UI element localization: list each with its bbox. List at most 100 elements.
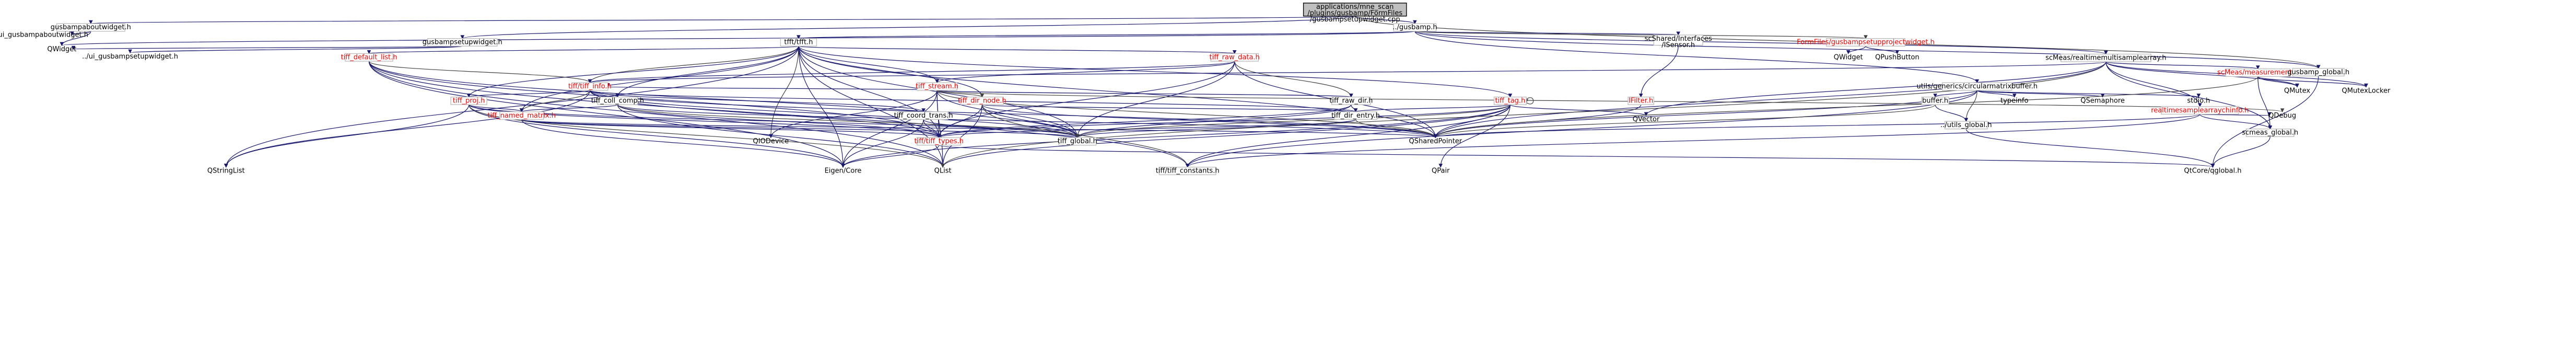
node-qwidget[interactable]: QWidget — [47, 45, 76, 53]
node-tiffinfo[interactable]: tiff/tiff_info.h — [568, 82, 612, 91]
node-qwidget2[interactable]: QWidget — [1834, 54, 1863, 62]
edge-tiffcoll-qlist — [617, 105, 943, 167]
node-tiffcoord[interactable]: tiff_coord_trans.h — [894, 111, 953, 120]
node-realtimeinfo[interactable]: realtimesamplearraychinfo.h — [2151, 106, 2249, 115]
edge-arrowhead — [797, 35, 801, 39]
node-scmeasmeas[interactable]: scMeas/measurement.h — [2217, 68, 2299, 77]
node-eigencore[interactable]: Eigen/Core — [825, 167, 862, 175]
node-root[interactable]: applications/mne_scan/plugins/gusbamp/Fo… — [1303, 3, 1407, 24]
edge-tifftag-tiffglobal — [1077, 104, 1511, 138]
node-qtcoreglobal[interactable]: QtCore/qglobal.h — [2184, 167, 2242, 175]
node-gusbamp[interactable]: ../gusbamp.h — [1392, 23, 1437, 32]
node-label: scMeas/measurement.h — [2217, 69, 2298, 77]
edge-tiffinfo-qstringlist — [226, 90, 591, 167]
edge-tiffinfo-tiffnamed — [521, 90, 591, 112]
node-tiffrawdir[interactable]: tiff_raw_dir.h — [1329, 96, 1373, 105]
edge-arrowhead — [2104, 50, 2108, 55]
node-qiodevice[interactable]: QIODevice — [753, 138, 789, 145]
edge-scmeas-scmeasglobal — [2105, 62, 2270, 129]
node-label: QWidget — [47, 45, 76, 53]
node-tiffconst[interactable]: tiff/tiff_constants.h — [1156, 166, 1220, 175]
node-label: tiff_raw_dir.h — [1329, 97, 1373, 105]
node-ifilter[interactable]: IFilter.h — [1627, 96, 1655, 105]
node-label: QStringList — [207, 167, 245, 175]
node-qstringlist[interactable]: QStringList — [207, 167, 245, 175]
node-utilsglobal[interactable]: ../utils_global.h — [1940, 121, 1992, 130]
node-qmutex[interactable]: QMutex — [2284, 87, 2311, 95]
edge-scmeas-qlist — [942, 62, 2106, 167]
edge-scmeasmeas-qsharedpointer — [1435, 76, 2258, 138]
node-qsemaphore[interactable]: QSemaphore — [2080, 97, 2125, 105]
edge-root-aboutwidget — [90, 16, 1355, 24]
node-tifftypes[interactable]: tiff/tiff_types.h — [915, 137, 964, 146]
node-qsharedpointer[interactable]: QSharedPointer — [1409, 138, 1462, 145]
edge-tiffdebug-eigencore — [368, 61, 844, 167]
edge-arrowhead — [89, 20, 93, 25]
edge-tifftag-tifftag — [1526, 97, 1534, 105]
node-aboutwidget[interactable]: gusbampaboutwidget.h — [51, 23, 131, 32]
node-qlist[interactable]: QList — [932, 167, 953, 175]
node-ui-aboutwidget[interactable]: ../ui_gusbampaboutwidget.h — [0, 31, 88, 39]
edge-arrowhead — [128, 49, 132, 54]
edge-arrowhead — [2295, 83, 2299, 88]
edge-arrowhead — [2316, 65, 2321, 69]
node-qmutexlocker[interactable]: QMutexLocker — [2342, 87, 2391, 95]
node-tiffnamed[interactable]: tiff_named_matrix.h — [487, 111, 556, 120]
node-tiffstream[interactable]: tiff_stream.h — [916, 82, 958, 91]
node-box — [427, 38, 498, 47]
node-tfftf[interactable]: tfft/tfft.h — [780, 38, 817, 47]
edge-tiffdebug-tiffconst — [368, 61, 1188, 167]
node-label: /gusbampsetupwidget.cpp — [1310, 16, 1400, 24]
node-utilsgen[interactable]: utils/generics/circularmatrixbuffer.h — [1916, 82, 2038, 91]
node-tifftag[interactable]: tiff_tag.h — [1493, 96, 1527, 105]
node-scmeas[interactable]: scMeas/realtimemultisamplearray.h — [2045, 53, 2167, 62]
node-tiffdirentry[interactable]: tiff_dir_entry.h — [1331, 111, 1380, 120]
node-tiffglobal[interactable]: tiff_global.h — [1058, 137, 1097, 146]
node-tiffcoll[interactable]: tiff_coll_comp.h — [591, 96, 644, 105]
edge-tfftf-tifftag — [798, 46, 1511, 97]
edge-tiffstream-tiffrawdir — [936, 90, 1352, 98]
edge-tiffnamed-eigencore — [521, 119, 844, 167]
node-qpair[interactable]: QPair — [1430, 167, 1451, 175]
node-label: QSharedPointer — [1409, 138, 1462, 145]
edge-root-gusbamp — [1354, 16, 1415, 24]
edge-arrowhead — [224, 164, 228, 168]
edge-arrowhead — [1433, 134, 1438, 139]
edge-aboutwidget-ui_aboutwidget — [72, 31, 91, 36]
node-tiffdirnode[interactable]: tiff_dir_node.h — [958, 96, 1006, 105]
edge-utilsgen-typeinfo — [1976, 90, 2015, 98]
node-label: QVector — [1633, 116, 1660, 123]
edge-arrowhead — [1353, 108, 1358, 112]
edge-arrowhead — [2268, 125, 2273, 130]
node-tiffproj[interactable]: tiff_proj.h — [450, 96, 487, 105]
edge-tiffdirnode-tiffdirentry — [981, 104, 1356, 112]
edge-tiffnamed-tiffglobal — [521, 119, 1078, 138]
node-qvector[interactable]: QVector — [1633, 116, 1660, 123]
node-stdio[interactable]: stdio.h — [2187, 97, 2210, 105]
node-tiffdebug[interactable]: tiff_default_list.h — [341, 53, 397, 62]
node-box — [450, 96, 487, 105]
node-box — [1331, 96, 1371, 105]
edge-tiffdirnode-tiffglobal — [981, 105, 1078, 138]
edge-setupwidget-ui_setupwidget — [130, 45, 463, 53]
edge-tfftf-tiffrawdata — [798, 45, 1235, 54]
node-ui-setupwidget[interactable]: ../ui_gusbampsetupwidget.h — [82, 53, 178, 61]
edge-arrowhead — [1964, 118, 1969, 122]
node-qpushbutton[interactable]: QPushButton — [1875, 54, 1919, 62]
edge-tifftag-qvector — [1509, 104, 1647, 116]
node-ishared[interactable]: scShared/Interfaces/ISensor.h — [1645, 35, 1712, 49]
node-box — [1158, 166, 1216, 175]
node-qdebug[interactable]: QDebug — [2268, 112, 2296, 120]
node-tiffrawdata[interactable]: tiff_raw_data.h — [1210, 53, 1260, 62]
node-typeinfo[interactable]: typeinfo — [2000, 97, 2028, 105]
node-label: QSemaphore — [2080, 97, 2125, 105]
node-gusbampglobal[interactable]: gusbamp_global.h — [2287, 68, 2349, 77]
node-box — [1393, 23, 1437, 32]
node-scmeasglobal[interactable]: scmeas_global.h — [2242, 129, 2298, 137]
node-label: QDebug — [2268, 112, 2296, 120]
edge-tiffdebug-tiffinfo — [368, 61, 591, 83]
node-setupwidget[interactable]: gusbampsetupwidget.h — [423, 38, 502, 47]
node-label: tiff/tiff_info.h — [568, 83, 612, 90]
node-formfiles[interactable]: FormFiles/gusbampsetupprojectwidget.h — [1797, 38, 1935, 47]
node-buffer[interactable]: buffer.h — [1921, 96, 1949, 105]
